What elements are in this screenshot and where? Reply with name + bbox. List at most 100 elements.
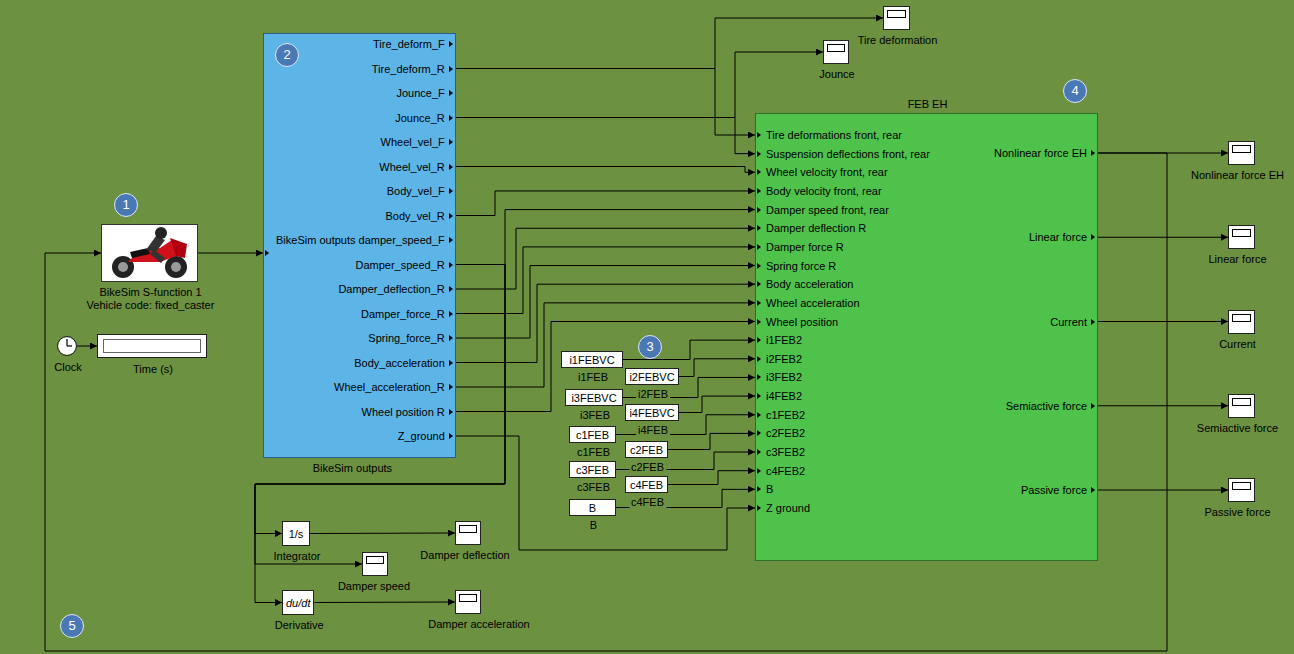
- port-marker: [449, 360, 453, 366]
- port-marker: [757, 169, 761, 175]
- port-marker: [757, 505, 761, 511]
- port-marker: [449, 384, 453, 390]
- signal-line: [1098, 237, 1228, 238]
- port-marker: [449, 335, 453, 341]
- signal-line: [456, 322, 755, 412]
- callout-number: 3: [638, 335, 662, 359]
- port-marker: [1091, 487, 1095, 493]
- callout-number: 1: [114, 193, 138, 217]
- port-label: Jounce_F: [396, 87, 444, 100]
- block-label: Damper speed: [336, 580, 412, 593]
- port-label: Z ground: [766, 502, 810, 515]
- port-label: Body acceleration: [766, 278, 853, 291]
- port-marker: [449, 164, 453, 170]
- constant-block: BB: [569, 499, 616, 516]
- port-label: B: [766, 483, 773, 496]
- display-window: [103, 339, 201, 353]
- port-marker: [449, 286, 453, 292]
- signal-line: [1098, 405, 1228, 406]
- signal-line: [456, 118, 755, 154]
- port-label: Damper deflection R: [766, 222, 866, 235]
- port-marker: [449, 90, 453, 96]
- block-label: Derivative: [273, 619, 326, 632]
- port-marker: [757, 151, 761, 157]
- port-label: Tire_deform_F: [373, 38, 445, 51]
- callout-number: 2: [275, 43, 299, 67]
- port-label: Current: [1050, 315, 1087, 328]
- signal-line: [679, 359, 755, 377]
- block-text: B: [589, 501, 596, 514]
- block-text: c2FEB: [630, 443, 663, 456]
- port-marker: [757, 356, 761, 362]
- block-label: i2FEB: [636, 388, 670, 401]
- port-label: Jounce_R: [395, 111, 445, 124]
- block-label: c2FEB: [629, 461, 666, 474]
- signal-line: [456, 228, 755, 289]
- port-label: c3FEB2: [766, 446, 805, 459]
- block-label: Nonlinear force EH: [1189, 169, 1286, 182]
- block-label: BikeSim outputs: [311, 462, 394, 475]
- port-marker: [757, 225, 761, 231]
- port-marker: [757, 281, 761, 287]
- constant-block: c2FEBc2FEB: [625, 441, 668, 458]
- block-label: BikeSim S-function 1: [97, 286, 203, 299]
- block-label: Jounce: [817, 68, 856, 81]
- block-label: Time (s): [131, 363, 175, 376]
- block-label: c3FEB: [575, 481, 612, 494]
- signal-line: [456, 303, 755, 387]
- port-label: Linear force: [1029, 231, 1087, 244]
- clock-hand: [66, 339, 67, 346]
- port-marker: [449, 139, 453, 145]
- port-marker: [757, 300, 761, 306]
- signal-line: [456, 191, 755, 216]
- scope-block: Linear force: [1228, 225, 1255, 249]
- block-label: Damper deflection: [418, 549, 511, 562]
- block-label: i4FEB: [636, 424, 670, 437]
- signal-line: [77, 346, 97, 347]
- port-label: Body_vel_F: [387, 185, 445, 198]
- scope-block: Damper speed: [362, 552, 388, 576]
- port-label: Spring_force_R: [368, 332, 444, 345]
- port-marker: [757, 374, 761, 380]
- signal-line: [456, 210, 755, 265]
- scope-block: Nonlinear force EH: [1228, 141, 1255, 165]
- block-label: c1FEB: [575, 446, 612, 459]
- motorcycle-fairing: [170, 238, 187, 258]
- clock-dial: [58, 337, 76, 355]
- port-label: Damper_speed_R: [355, 258, 444, 271]
- derivative-block: du/dtDerivative: [282, 590, 314, 615]
- constant-block: i2FEBVCi2FEB: [625, 368, 679, 385]
- port-label: Passive force: [1021, 484, 1087, 497]
- port-label: Wheel_acceleration_R: [334, 381, 445, 394]
- clock-face: [58, 337, 76, 355]
- wheel-hub: [118, 262, 128, 272]
- wheel: [165, 256, 187, 278]
- clock-hand: [67, 345, 72, 346]
- port-label: Z_ground: [398, 430, 445, 443]
- port-marker: [449, 311, 453, 317]
- port-marker: [757, 486, 761, 492]
- block-text: c4FEB: [630, 478, 663, 491]
- scope-screen: [459, 594, 477, 602]
- port-label: Body velocity front, rear: [766, 184, 882, 197]
- signal-line: [198, 253, 263, 254]
- signal-line: [456, 18, 883, 69]
- port-label: Damper_force_R: [361, 307, 445, 320]
- scope-block: Tire deformation: [883, 6, 910, 30]
- block-text: i1FEBVC: [569, 353, 614, 366]
- constant-block: i1FEBVCi1FEB: [561, 351, 623, 368]
- scope-screen: [1232, 482, 1251, 490]
- scope-block: Current: [1228, 310, 1255, 334]
- constant-block: i4FEBVCi4FEB: [625, 404, 679, 421]
- scope-screen: [1232, 145, 1251, 153]
- connector-group: [45, 18, 1228, 651]
- scope-screen: [887, 10, 906, 18]
- port-label: i4FEB2: [766, 390, 802, 403]
- port-label: Wheel position: [766, 315, 838, 328]
- block-text: du/dt: [286, 596, 310, 609]
- port-marker: [757, 263, 761, 269]
- block-text: c3FEB: [576, 463, 609, 476]
- clock-block: Clock: [57, 336, 77, 356]
- port-marker: [1091, 319, 1095, 325]
